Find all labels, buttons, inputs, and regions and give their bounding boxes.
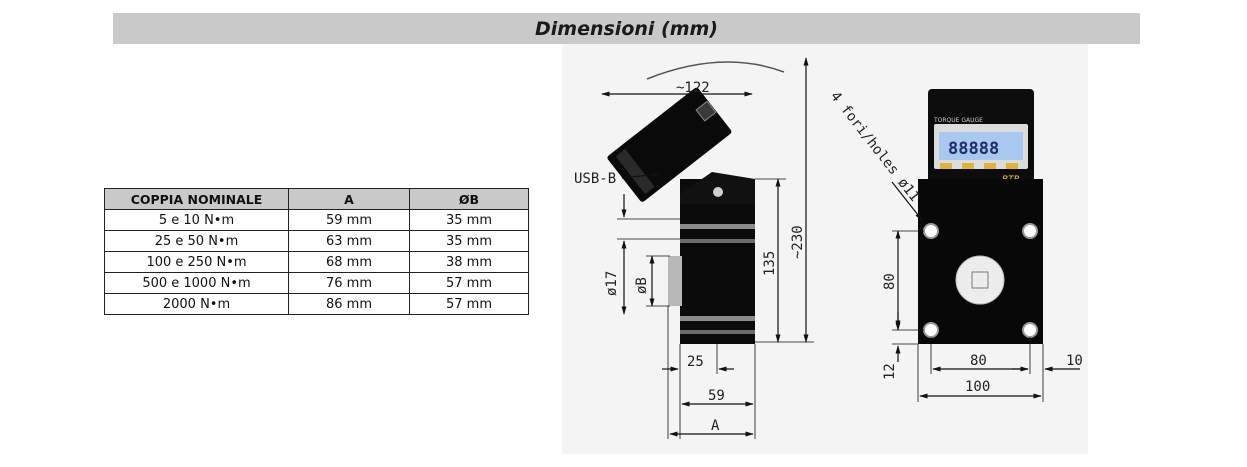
mount-hole: [923, 223, 939, 239]
lcd-digits: 88888: [948, 139, 999, 159]
dimensions-table: COPPIA NOMINALE A ØB 5 e 10 N•m 59 mm 35…: [104, 188, 529, 315]
pivot-screw: [713, 187, 723, 197]
table-row: 2000 N•m 86 mm 57 mm: [104, 293, 529, 315]
dim-10-label: 10: [1066, 353, 1083, 369]
header-coppia-nominale: COPPIA NOMINALE: [104, 188, 289, 210]
cell-a: 63 mm: [288, 230, 410, 252]
side-view: USB-B ~122 ø17 øB 135 ~230: [574, 57, 814, 439]
dim-59-label: 59: [708, 388, 725, 404]
table-row: 25 e 50 N•m 63 mm 35 mm: [104, 230, 529, 252]
dim-25-label: 25: [687, 354, 704, 370]
cell-a: 76 mm: [288, 272, 410, 294]
dim-135-label: 135: [762, 251, 778, 276]
dim-12-label: 12: [882, 363, 898, 380]
dim-b-label: øB: [634, 277, 650, 294]
front-view: TORQUE GAUGE 88888 BTR 4 fori/holes ø11 …: [827, 89, 1083, 402]
page-title: Dimensioni (mm): [535, 18, 718, 40]
mount-hole: [923, 322, 939, 338]
technical-drawing: USB-B ~122 ø17 øB 135 ~230: [562, 44, 1088, 454]
tilted-display-head: [607, 87, 732, 202]
dim-80-horizontal-label: 80: [970, 353, 987, 369]
usb-label: USB-B: [574, 171, 616, 187]
dim-17-label: ø17: [604, 271, 620, 296]
dim-230-label: ~230: [790, 225, 806, 259]
header-a: A: [288, 188, 410, 210]
display-brand: TORQUE GAUGE: [933, 117, 983, 124]
cell-coppia: 2000 N•m: [104, 293, 289, 315]
title-bar: Dimensioni (mm): [113, 13, 1140, 44]
dim-80-vertical-label: 80: [882, 273, 898, 290]
lcd-screen: [939, 132, 1023, 160]
dim-a-label: A: [711, 418, 720, 434]
drawing-svg: USB-B ~122 ø17 øB 135 ~230: [574, 57, 1083, 439]
rotation-arc: [646, 61, 785, 80]
table-header-row: COPPIA NOMINALE A ØB: [104, 188, 529, 210]
square-drive: [971, 271, 989, 289]
cell-coppia: 500 e 1000 N•m: [104, 272, 289, 294]
mount-hole: [1022, 223, 1038, 239]
cell-a: 68 mm: [288, 251, 410, 273]
mount-hole: [1022, 322, 1038, 338]
cell-b: 35 mm: [409, 230, 529, 252]
cell-b: 57 mm: [409, 293, 529, 315]
cell-b: 35 mm: [409, 209, 529, 231]
cell-coppia: 100 e 250 N•m: [104, 251, 289, 273]
table-row: 100 e 250 N•m 68 mm 38 mm: [104, 251, 529, 273]
cell-b: 38 mm: [409, 251, 529, 273]
cell-a: 86 mm: [288, 293, 410, 315]
cell-coppia: 25 e 50 N•m: [104, 230, 289, 252]
dim-122-label: ~122: [676, 80, 710, 96]
cell-coppia: 5 e 10 N•m: [104, 209, 289, 231]
holes-label: 4 fori/holes ø11: [827, 89, 923, 205]
table-row: 5 e 10 N•m 59 mm 35 mm: [104, 209, 529, 231]
table-row: 500 e 1000 N•m 76 mm 57 mm: [104, 272, 529, 294]
dim-100-label: 100: [965, 379, 990, 395]
shaft: [668, 256, 682, 306]
header-diameter-b: ØB: [409, 188, 529, 210]
cell-a: 59 mm: [288, 209, 410, 231]
cell-b: 57 mm: [409, 272, 529, 294]
